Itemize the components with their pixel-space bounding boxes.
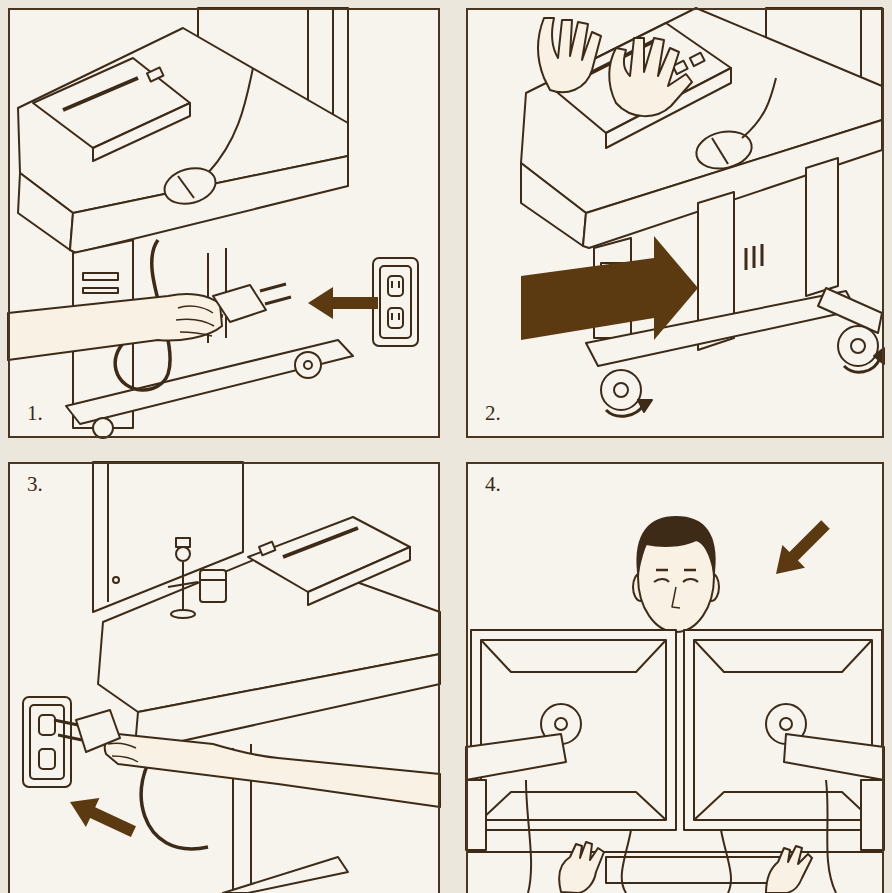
comic-panel: 3. — [8, 462, 440, 893]
comic-panel: 4. — [466, 462, 884, 893]
unplug-scene — [8, 8, 418, 438]
comic-panel: 1. — [8, 8, 440, 438]
panel-number: 2. — [482, 401, 504, 426]
plug-in-scene — [23, 462, 440, 893]
panel-number: 3. — [24, 472, 46, 497]
comic-panel: 2. — [466, 8, 884, 438]
push-desk-scene — [521, 8, 884, 416]
panel-number: 1. — [24, 401, 46, 426]
panel-number: 4. — [482, 472, 504, 497]
monitor-scene — [466, 513, 884, 893]
